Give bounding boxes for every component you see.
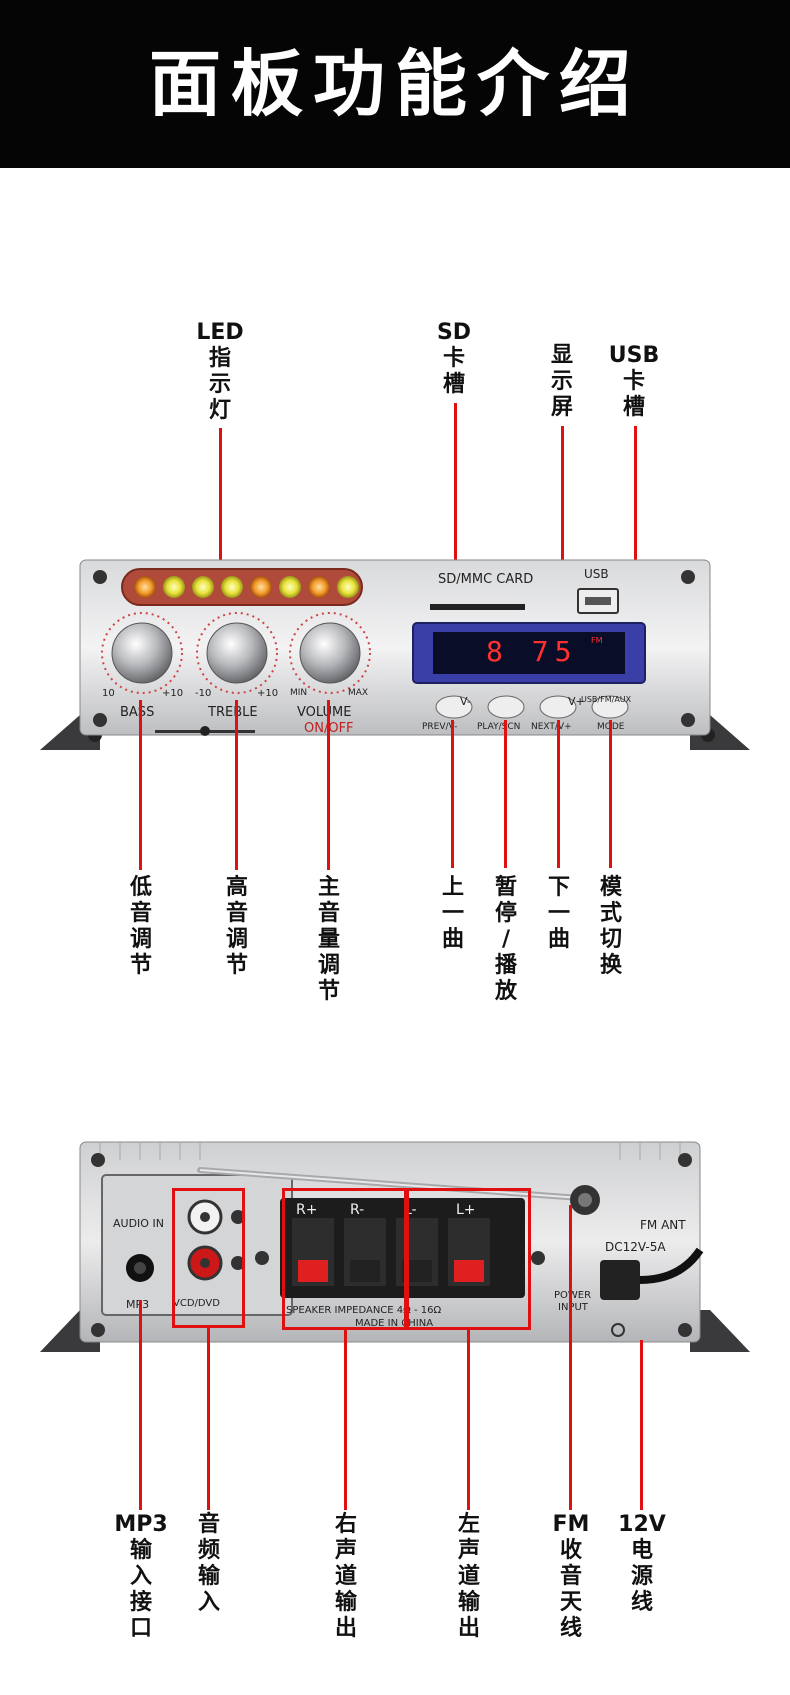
power-input-line2: INPUT	[558, 1302, 588, 1313]
callout-next: 下 一 曲	[547, 875, 570, 952]
speaker-impedance-label: SPEAKER IMPEDANCE 4Ω - 16Ω	[286, 1305, 442, 1316]
highlight-left-channel	[406, 1188, 531, 1330]
callout-bass: 低 音 调 节	[129, 875, 152, 978]
dc-label: DC12V-5A	[605, 1240, 666, 1254]
callout-audio-input: 音 频 输 入	[197, 1512, 220, 1615]
bass-min-label: 10	[102, 688, 115, 699]
highlight-audio-in	[172, 1188, 245, 1328]
leader-line-left-channel	[467, 1330, 470, 1510]
callout-display: 显 示 屏	[550, 343, 573, 420]
callout-left-channel: 左 声 道 输 出	[457, 1512, 480, 1641]
mp3-jack-label: MP3	[126, 1298, 150, 1311]
header-banner: 面板功能介绍	[0, 0, 790, 168]
sd-slot-label: SD/MMC CARD	[438, 572, 534, 587]
callout-treble: 高 音 调 节	[225, 875, 248, 978]
display-suffix: FM	[591, 636, 603, 645]
callout-play: 暂 停 / 播 放	[494, 875, 517, 1004]
display-readout: 8 75	[486, 635, 578, 668]
rear-panel-illustration	[40, 1141, 750, 1352]
leader-line-next	[557, 720, 560, 868]
treble-label: TREBLE	[208, 705, 258, 720]
callout-fm-antenna: FM 收 音 天 线	[552, 1512, 590, 1641]
callout-mp3-input: MP3 输 入 接 口	[114, 1512, 168, 1641]
usb-label: USB	[584, 567, 609, 581]
treble-max-label: +10	[257, 688, 279, 699]
prev-top-label: V-	[460, 695, 471, 708]
leader-line-audio-in	[207, 1328, 210, 1510]
vcd-dvd-label: VCD/DVD	[173, 1298, 220, 1309]
leader-line-prev	[451, 720, 454, 868]
made-in-label: MADE IN CHINA	[355, 1318, 434, 1329]
callout-sd-slot: SD 卡 槽	[436, 320, 472, 397]
callout-prev: 上 一 曲	[441, 875, 464, 952]
speaker-label-r-plus: R+	[296, 1202, 318, 1218]
leader-line-mode	[609, 720, 612, 868]
leader-line-power	[640, 1340, 643, 1510]
power-input-line1: POWER	[554, 1290, 592, 1301]
front-panel-illustration	[40, 559, 750, 750]
leader-line-play	[504, 720, 507, 868]
callout-mode: 模 式 切 换	[599, 875, 622, 978]
front-panel-device: SD/MMC CARD USB 8 75 FM 10 +10 BASS -10 …	[40, 545, 750, 760]
leader-line-right-channel	[344, 1330, 347, 1510]
callout-usb-slot: USB 卡 槽	[608, 343, 660, 420]
volume-min-label: MIN	[290, 688, 308, 698]
highlight-right-channel	[282, 1188, 407, 1330]
leader-line-display	[561, 426, 564, 618]
speaker-label-l-plus: L+	[456, 1202, 476, 1218]
callout-volume: 主 音 量 调 节	[317, 875, 340, 1004]
play-bottom-label: PLAY/SCN	[477, 722, 521, 732]
leader-line-led	[219, 428, 222, 568]
mode-top-label: USB/FM/AUX	[581, 695, 632, 704]
next-bottom-label: NEXT/V+	[531, 722, 572, 732]
fm-ant-label: FM ANT	[640, 1218, 686, 1232]
leader-line-bass	[139, 700, 142, 870]
leader-line-mp3	[139, 1300, 142, 1510]
leader-line-usb	[634, 426, 637, 576]
leader-line-sd	[454, 403, 457, 596]
volume-label: VOLUME	[297, 705, 352, 720]
treble-min-label: -10	[195, 688, 212, 699]
callout-right-channel: 右 声 道 输 出	[334, 1512, 357, 1641]
rear-panel-device: AUDIO IN MP3 VCD/DVD R+ R- L- L+ SPEAKER…	[40, 1130, 750, 1360]
callout-led: LED 指 示 灯	[196, 320, 244, 423]
next-top-label: V+	[568, 695, 585, 708]
bass-label: BASS	[120, 705, 155, 720]
bass-max-label: +10	[162, 688, 184, 699]
audio-in-label: AUDIO IN	[113, 1217, 164, 1230]
speaker-label-r-minus: R-	[350, 1202, 365, 1218]
volume-max-label: MAX	[348, 688, 369, 698]
callout-power-cable: 12V 电 源 线	[618, 1512, 666, 1615]
prev-bottom-label: PREV/V-	[422, 722, 458, 732]
page-title: 面板功能介绍	[148, 42, 641, 126]
leader-line-treble	[235, 700, 238, 870]
leader-line-volume	[327, 700, 330, 870]
leader-line-fm-antenna	[569, 1205, 572, 1510]
